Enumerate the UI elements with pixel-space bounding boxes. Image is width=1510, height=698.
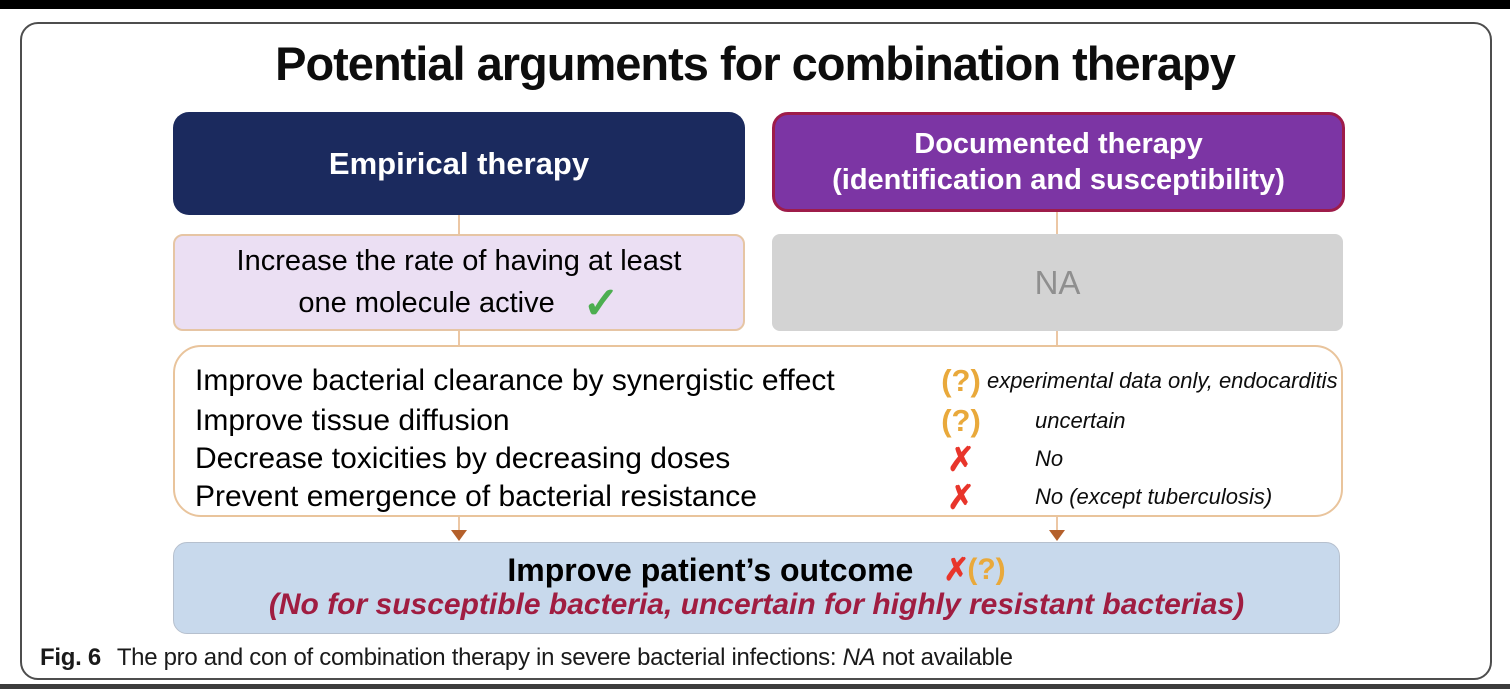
argument-label: Prevent emergence of bacterial resistanc…	[195, 479, 757, 513]
connector-line	[458, 331, 460, 345]
question-mark-icon: (?)	[941, 402, 981, 438]
outcome-title: Improve patient’s outcome	[507, 552, 914, 588]
documented-therapy-label-line1: Documented therapy	[914, 128, 1203, 160]
argument-row-resistance: Prevent emergence of bacterial resistanc…	[175, 477, 1341, 516]
outcome-box: Improve patient’s outcome ✗ (?) (No for …	[173, 542, 1340, 634]
cross-icon: ✗	[947, 440, 975, 477]
outcome-subtitle: (No for susceptible bacteria, uncertain …	[268, 588, 1245, 621]
empirical-therapy-header: Empirical therapy	[173, 112, 745, 215]
argument-row-toxicity: Decrease toxicities by decreasing doses …	[175, 439, 1341, 478]
figure-title: Potential arguments for combination ther…	[275, 37, 1236, 90]
argument-label: Decrease toxicities by decreasing doses	[195, 441, 731, 475]
arrow-down-icon	[1049, 530, 1065, 541]
na-label: NA	[1034, 263, 1081, 301]
connector-line	[458, 517, 460, 532]
argument-note: No (except tuberculosis)	[1035, 483, 1273, 509]
argument-row-diffusion: Improve tissue diffusion (?) uncertain	[175, 401, 1341, 440]
outcome-title-row: Improve patient’s outcome ✗ (?)	[507, 552, 1006, 588]
empirical-benefit-line2: one molecule active ✓	[298, 278, 620, 328]
argument-note: experimental data only, endocarditis	[987, 367, 1338, 393]
argument-note: uncertain	[1035, 407, 1126, 433]
cross-icon: ✗	[943, 552, 970, 587]
figure-caption: Fig. 6 The pro and con of combination th…	[40, 644, 1460, 672]
figure-caption-abbrev: NA	[842, 644, 876, 671]
empirical-therapy-label: Empirical therapy	[328, 145, 590, 181]
argument-row-synergy: Improve bacterial clearance by synergist…	[175, 361, 1341, 400]
connector-line	[458, 215, 460, 234]
argument-note: No	[1035, 445, 1064, 471]
documented-therapy-label-line2: (identification and susceptibility)	[832, 164, 1285, 196]
connector-line	[1056, 212, 1058, 234]
page-edge-bottom	[0, 684, 1510, 689]
connector-line	[1056, 517, 1058, 532]
argument-label: Improve tissue diffusion	[195, 403, 510, 437]
empirical-benefit-line1: Increase the rate of having at least	[236, 245, 682, 277]
question-mark-icon: (?)	[941, 362, 981, 398]
arrow-down-icon	[451, 530, 467, 541]
check-icon: ✓	[582, 278, 620, 328]
question-mark-icon: (?)	[967, 553, 1006, 586]
arguments-box: Improve bacterial clearance by synergist…	[173, 345, 1343, 517]
figure-caption-label: Fig. 6	[40, 644, 101, 671]
page-edge-top	[0, 0, 1510, 9]
connector-line	[1056, 331, 1058, 345]
argument-label: Improve bacterial clearance by synergist…	[195, 363, 835, 397]
figure-caption-text: not available	[881, 644, 1013, 671]
figure-caption-text: The pro and con of combination therapy i…	[116, 644, 837, 671]
na-box: NA	[772, 234, 1343, 331]
documented-therapy-header: Documented therapy (identification and s…	[772, 112, 1345, 212]
cross-icon: ✗	[947, 478, 975, 515]
empirical-benefit-box: Increase the rate of having at least one…	[173, 234, 745, 331]
